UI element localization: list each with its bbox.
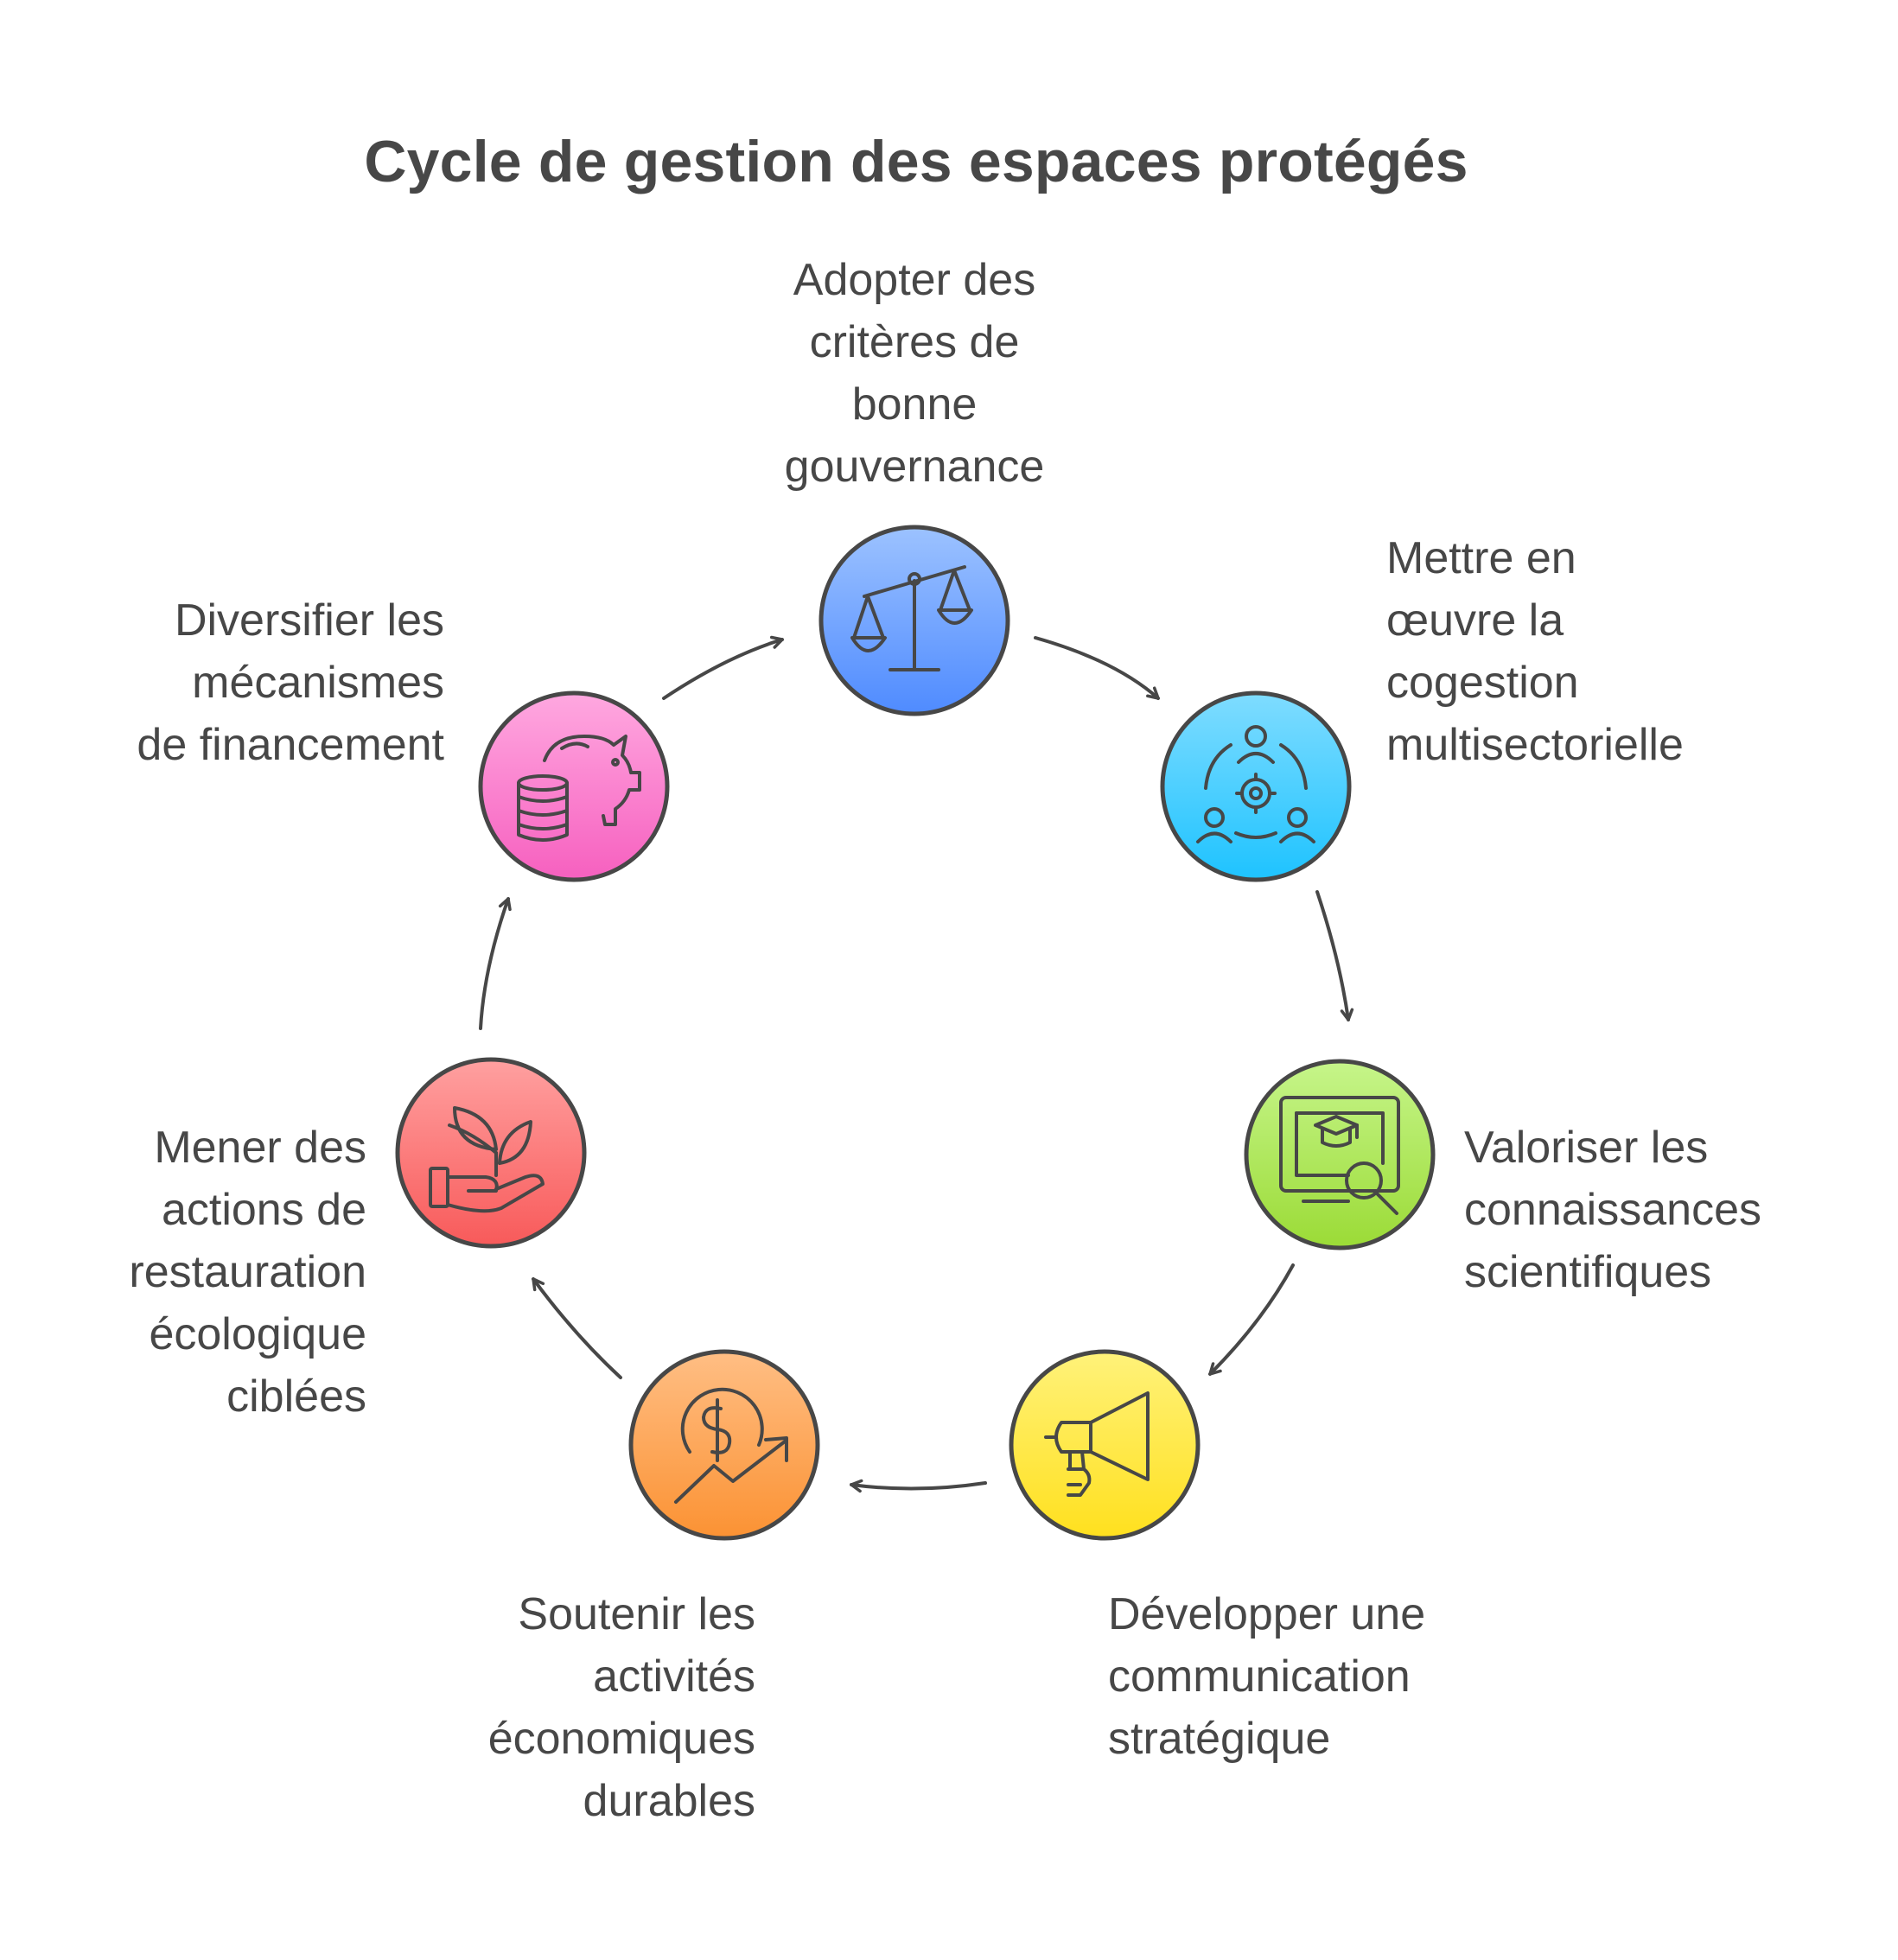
- scales-icon: [850, 565, 973, 671]
- arrow-7-to-1: [662, 635, 784, 700]
- arrow-4-to-5: [850, 1479, 987, 1493]
- stage-node-governance: [818, 525, 1010, 716]
- stage-node-communication: [1009, 1349, 1201, 1541]
- research-monitor-icon: [1279, 1096, 1400, 1215]
- cycle-arrows: [479, 635, 1354, 1493]
- arrow-6-to-7: [479, 897, 512, 1030]
- megaphone-icon: [1044, 1391, 1150, 1497]
- piggy-bank-icon: [517, 735, 641, 842]
- people-gear-icon: [1196, 725, 1315, 843]
- stage-node-science: [1244, 1059, 1436, 1250]
- arrow-2-to-3: [1315, 890, 1354, 1021]
- arrow-3-to-4: [1208, 1263, 1295, 1376]
- stage-node-cogestion: [1160, 690, 1352, 882]
- stage-label-economy: Soutenir les activités économiques durab…: [487, 1589, 755, 1826]
- diagram-title: Cycle de gestion des espaces protégés: [364, 129, 1468, 194]
- stage-node-financing: [478, 690, 670, 882]
- stage-label-science: Valoriser les connaissances scientifique…: [1464, 1123, 1761, 1297]
- arrow-1-to-2: [1034, 636, 1160, 700]
- stage-label-financing: Diversifier les mécanismes de financemen…: [137, 595, 444, 770]
- stage-label-governance: Adopter des critères de bonne gouvernanc…: [784, 255, 1045, 492]
- stage-node-restoration: [395, 1057, 587, 1249]
- arrow-5-to-6: [532, 1277, 622, 1379]
- stage-label-communication: Développer une communication stratégique: [1108, 1589, 1426, 1764]
- plant-hand-icon: [429, 1106, 545, 1213]
- stage-label-cogestion: Mettre en œuvre la cogestion multisector…: [1386, 533, 1684, 770]
- money-growth-icon: [674, 1387, 788, 1504]
- stage-label-restoration: Mener des actions de restauration écolog…: [129, 1123, 366, 1422]
- stage-node-economy: [628, 1349, 820, 1541]
